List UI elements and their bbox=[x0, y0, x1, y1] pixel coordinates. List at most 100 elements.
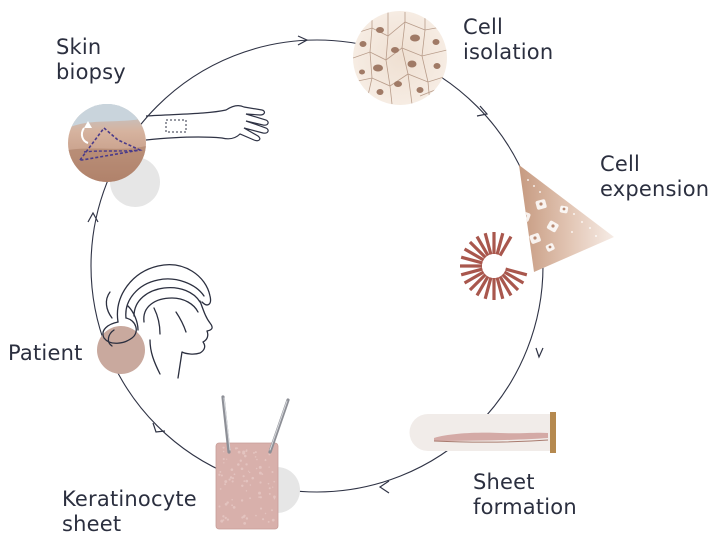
sheet-texture-dot bbox=[241, 467, 244, 470]
sheet-texture-dot bbox=[225, 503, 228, 506]
skin-biopsy-icon bbox=[68, 104, 160, 207]
sheet-texture-dot bbox=[245, 450, 247, 452]
patient-head-icon bbox=[97, 265, 212, 378]
label-skin-biopsy-line2: biopsy bbox=[56, 60, 126, 85]
sheet-texture-dot bbox=[242, 451, 245, 454]
sheet-texture-dot bbox=[274, 498, 275, 499]
sheet-texture-dot bbox=[245, 480, 248, 483]
sheet-texture-dot bbox=[262, 518, 264, 520]
sheet-texture-dot bbox=[272, 519, 275, 522]
sheet-texture-dot bbox=[226, 459, 227, 460]
sheet-texture-dot bbox=[234, 473, 236, 475]
sheet-texture-dot bbox=[241, 499, 243, 501]
sheet-texture-dot bbox=[259, 481, 261, 483]
sheet-texture-dot bbox=[249, 472, 250, 473]
arm-icon bbox=[146, 106, 268, 141]
sheet-texture-dot bbox=[231, 468, 234, 471]
sheet-texture-dot bbox=[244, 455, 247, 458]
keratinocyte-sheet-icon bbox=[216, 443, 300, 529]
sheet-texture-dot bbox=[259, 472, 262, 475]
sheet-texture-dot bbox=[265, 459, 267, 461]
sheet-texture-dot bbox=[248, 471, 249, 472]
expansion-cone-icon bbox=[513, 165, 614, 272]
sheet-texture-dot bbox=[260, 508, 262, 510]
sheet-texture-dot bbox=[222, 447, 224, 449]
sheet-texture-dot bbox=[243, 475, 245, 477]
label-sheet-formation: Sheet formation bbox=[473, 470, 577, 520]
sheet-texture-dot bbox=[249, 497, 251, 499]
label-keratinocyte-sheet-line2: sheet bbox=[62, 512, 197, 537]
sheet-texture-dot bbox=[269, 467, 270, 468]
sheet-texture-dot bbox=[255, 456, 257, 458]
sheet-texture-dot bbox=[271, 509, 273, 511]
label-skin-biopsy: Skin biopsy bbox=[56, 35, 126, 85]
sheet-texture-dot bbox=[237, 463, 240, 466]
label-patient: Patient bbox=[8, 341, 83, 366]
sheet-texture-dot bbox=[256, 468, 258, 470]
sheet-texture-dot bbox=[232, 480, 234, 482]
sheet-texture-dot bbox=[218, 474, 220, 476]
sheet-texture-dot bbox=[240, 460, 242, 462]
sheet-texture-dot bbox=[243, 480, 245, 482]
sheet-texture-dot bbox=[235, 447, 237, 449]
sheet-texture-dot bbox=[250, 484, 252, 486]
sheet-texture-dot bbox=[256, 459, 258, 461]
sheet-texture-dot bbox=[223, 519, 225, 521]
label-keratinocyte-sheet: Keratinocyte sheet bbox=[62, 487, 197, 537]
sheet-texture-dot bbox=[246, 517, 248, 519]
sheet-texture-dot bbox=[260, 496, 262, 498]
culture-dish-icon bbox=[460, 232, 527, 300]
sheet-texture-dot bbox=[225, 517, 227, 519]
sheet-texture-dot bbox=[238, 451, 241, 454]
sheet-texture-dot bbox=[245, 463, 247, 465]
sheet-texture-dot bbox=[265, 513, 266, 514]
sheet-texture-dot bbox=[221, 475, 223, 477]
sheet-texture-dot bbox=[251, 477, 254, 480]
label-keratinocyte-sheet-line1: Keratinocyte bbox=[62, 487, 197, 512]
sheet-texture-dot bbox=[271, 471, 273, 473]
sheet-texture-dot bbox=[241, 485, 243, 487]
sheet-texture-dot bbox=[222, 515, 224, 517]
sheet-texture-dot bbox=[224, 480, 227, 483]
sheet-texture-dot bbox=[237, 448, 238, 449]
sheet-texture-dot bbox=[224, 483, 226, 485]
sheet-texture-dot bbox=[241, 516, 243, 518]
sheet-texture-dot bbox=[231, 504, 233, 506]
sheet-texture-dot bbox=[268, 453, 270, 455]
sheet-texture-dot bbox=[259, 466, 262, 469]
label-sheet-formation-line1: Sheet bbox=[473, 470, 577, 495]
sheet-texture-dot bbox=[273, 481, 275, 483]
sheet-texture-dot bbox=[258, 496, 260, 498]
label-cell-isolation-line1: Cell bbox=[463, 15, 553, 40]
sheet-texture-dot bbox=[246, 490, 247, 491]
sheet-texture-dot bbox=[269, 487, 271, 489]
label-cell-expansion-line1: Cell bbox=[600, 152, 709, 177]
label-cell-isolation: Cell isolation bbox=[463, 15, 553, 65]
tube-icon bbox=[410, 412, 557, 453]
sheet-texture-dot bbox=[272, 487, 273, 488]
sheet-texture-dot bbox=[223, 451, 225, 453]
sheet-texture-dot bbox=[233, 506, 236, 509]
label-cell-expansion-line2: expension bbox=[600, 177, 709, 202]
sheet-texture-dot bbox=[231, 499, 232, 500]
sheet-texture-dot bbox=[219, 471, 221, 473]
label-sheet-formation-line2: formation bbox=[473, 495, 577, 520]
sheet-texture-dot bbox=[258, 492, 261, 495]
sheet-texture-dot bbox=[232, 477, 234, 479]
label-cell-isolation-line2: isolation bbox=[463, 40, 553, 65]
cells-circle-icon bbox=[353, 11, 447, 105]
sheet-texture-dot bbox=[223, 462, 224, 463]
sheet-texture-dot bbox=[269, 493, 271, 495]
sheet-texture-dot bbox=[243, 522, 246, 525]
sheet-texture-dot bbox=[273, 495, 276, 498]
sheet-texture-dot bbox=[253, 452, 255, 454]
sheet-texture-dot bbox=[255, 515, 257, 517]
sheet-texture-dot bbox=[227, 518, 229, 520]
label-cell-expansion: Cell expension bbox=[600, 152, 709, 202]
sheet-texture-dot bbox=[223, 458, 225, 460]
arrow-right bbox=[536, 348, 543, 357]
label-skin-biopsy-line1: Skin bbox=[56, 35, 126, 60]
sheet-texture-dot bbox=[268, 483, 270, 485]
label-patient-line1: Patient bbox=[8, 341, 83, 366]
